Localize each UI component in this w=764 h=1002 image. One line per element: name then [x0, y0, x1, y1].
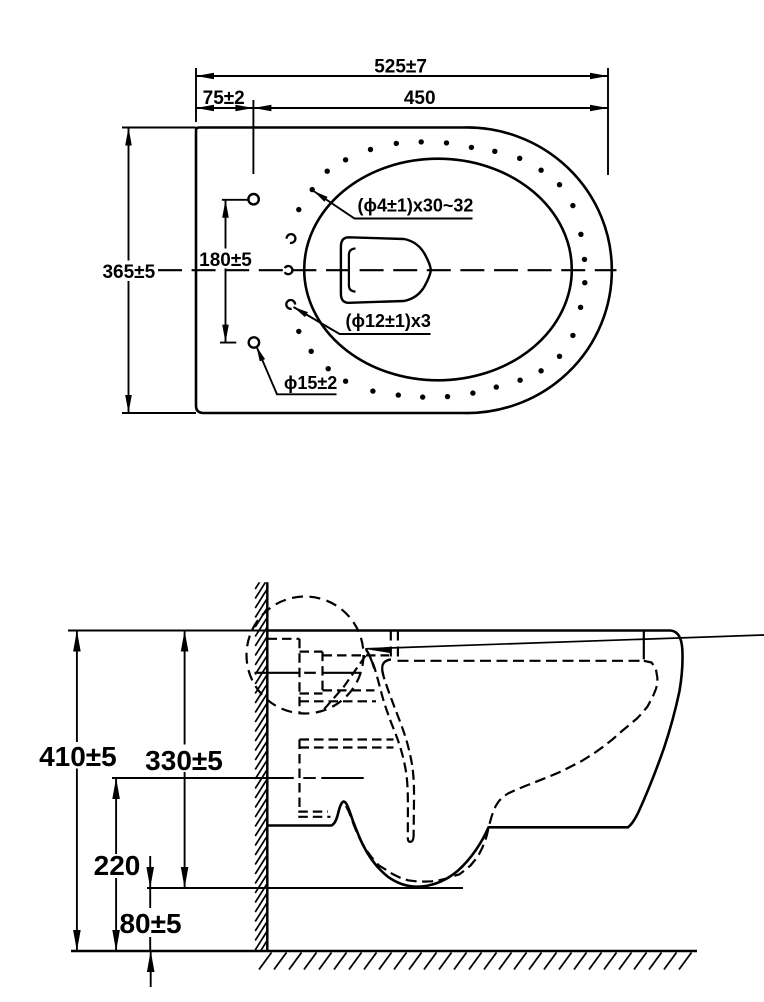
svg-text:330±5: 330±5: [145, 745, 223, 776]
svg-text:525±7: 525±7: [374, 57, 427, 78]
svg-text:(ϕ12±1)x3: (ϕ12±1)x3: [346, 311, 431, 331]
svg-text:180±5: 180±5: [199, 250, 252, 271]
svg-text:450: 450: [404, 88, 436, 109]
svg-text:(ϕ4±1)x30~32: (ϕ4±1)x30~32: [358, 196, 474, 216]
svg-text:ϕ15±2: ϕ15±2: [284, 373, 337, 393]
svg-text:365±5: 365±5: [102, 262, 155, 283]
svg-text:80±5: 80±5: [119, 908, 181, 939]
svg-text:410±5: 410±5: [39, 741, 117, 772]
svg-text:220: 220: [94, 850, 141, 881]
svg-text:75±2: 75±2: [203, 88, 245, 109]
